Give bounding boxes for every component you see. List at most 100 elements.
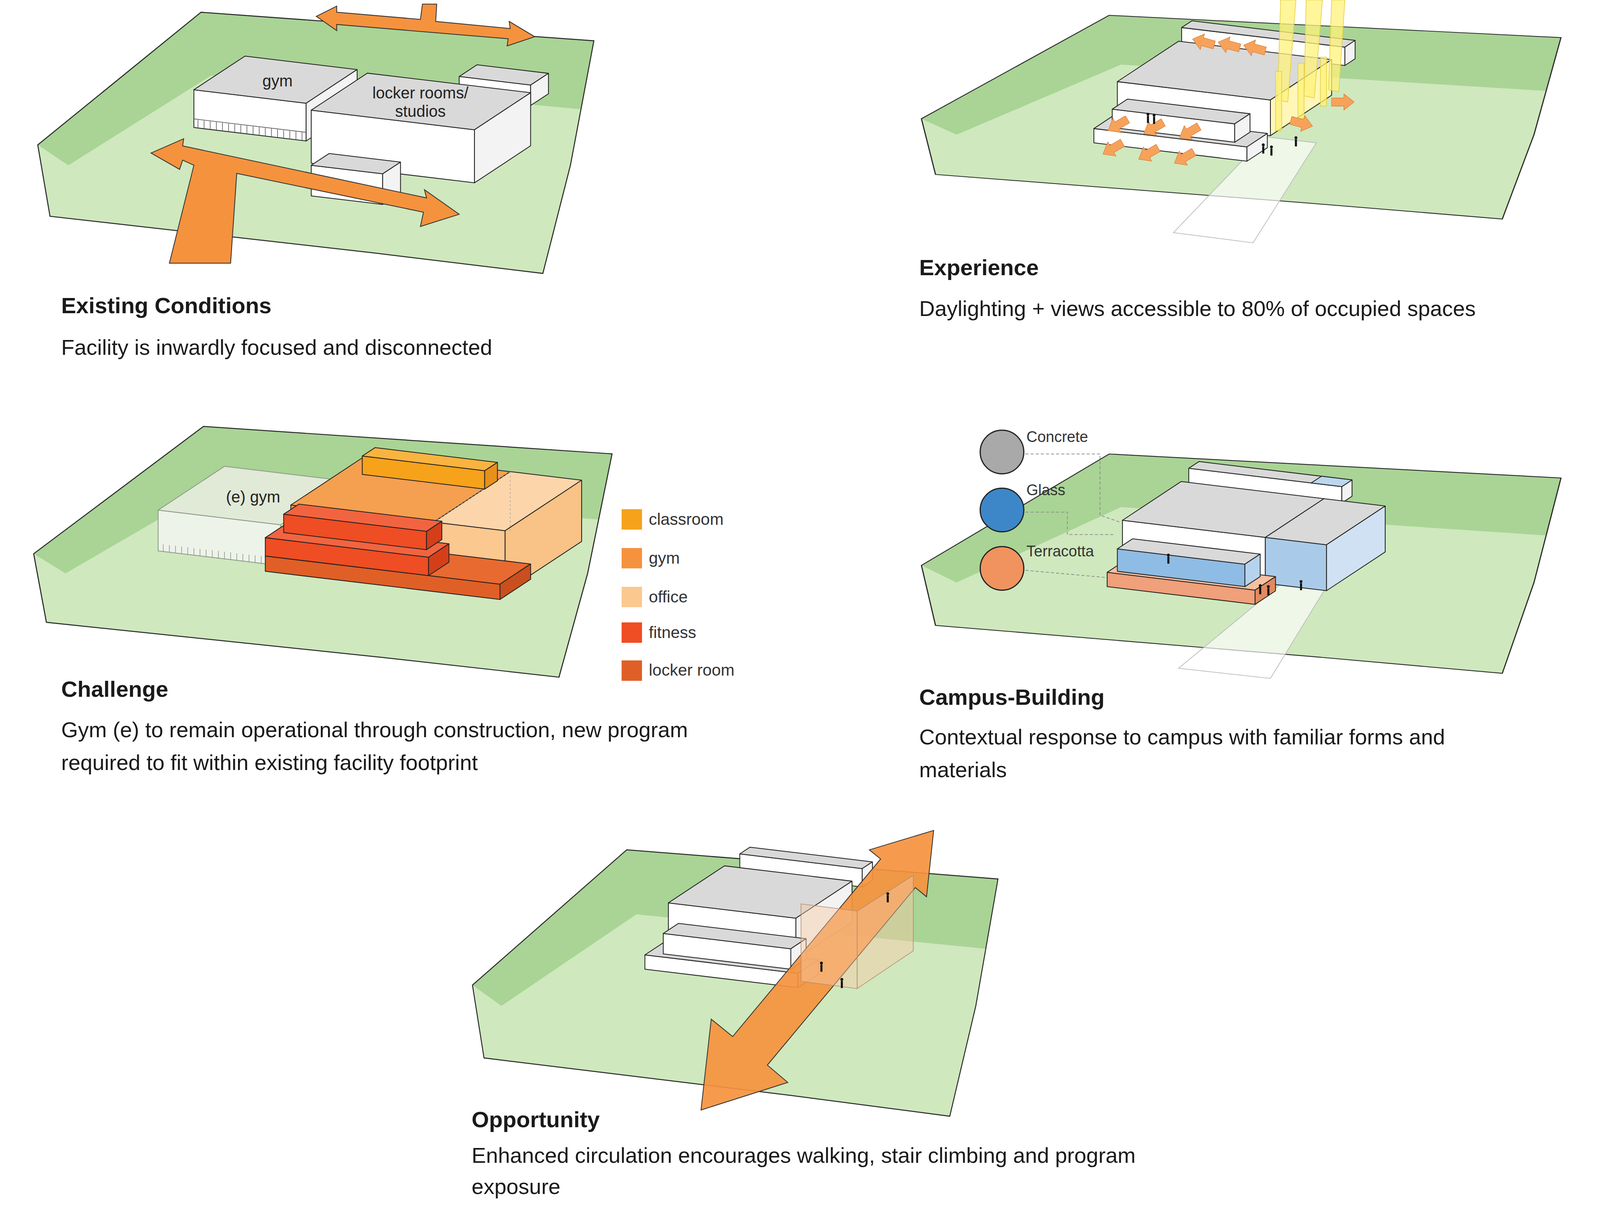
campus-building-panel [1266,585,1270,596]
material-swatch [979,546,1025,591]
panel-heading: Experience [919,254,1039,281]
opportunity-panel [663,923,806,949]
panel-caption: Enhanced circulation encourages walking,… [471,1139,1136,1202]
legend-swatch [621,622,642,643]
daylight-beams [1320,57,1327,106]
gym-columns [163,544,262,564]
material-leaders [1025,512,1115,535]
building-label: (e) gym [226,487,281,506]
material-swatch [979,487,1025,533]
experience-panel [1246,133,1268,162]
panel-heading: Opportunity [471,1106,600,1133]
legend-swatch [621,548,642,569]
existing-conditions-panel [37,4,594,274]
challenge-panel [426,521,442,550]
campus-building-panel [1188,461,1352,487]
existing-conditions-panel [37,12,594,274]
challenge-panel [33,426,612,678]
experience-panel [1152,114,1156,124]
daylight-beams [1328,0,1345,92]
circulation-arrow [316,4,535,46]
experience-panel [1112,99,1250,124]
building-label: locker rooms/ studios [360,83,481,121]
challenge-panel [362,447,498,471]
campus-building-panel [921,454,1562,679]
panel-heading: Campus-Building [919,683,1105,711]
legend-text: classroom [648,510,724,529]
experience-panel [1270,145,1273,156]
existing-conditions-panel [474,92,531,183]
panel-caption: Contextual response to campus with famil… [919,720,1532,786]
opportunity-panel [857,875,914,989]
material-leaders [1025,454,1121,578]
view-arrows [1098,135,1127,161]
circulation-arrow [151,138,460,264]
existing-conditions-panel [530,73,549,106]
view-arrows [1241,37,1268,59]
material-leaders [1025,570,1106,578]
legend-swatch [621,660,642,681]
material-swatch [979,429,1025,475]
panel-caption: Daylighting + views accessible to 80% of… [919,292,1476,325]
building-label-box: locker rooms/ studios [358,82,483,122]
campus-building-panel [1299,580,1303,590]
experience-panel [1344,40,1356,66]
gym-columns [194,118,307,141]
view-arrows [1216,34,1242,56]
material-text: Glass [1026,481,1066,500]
material-text: Terracotta [1026,542,1094,561]
view-arrows [1175,119,1204,145]
view-arrows [1098,31,1354,171]
campus-building-panel [1166,553,1170,564]
view-arrows [1104,112,1132,138]
campus-building-panel [1117,538,1260,565]
panel-caption: Gym (e) to remain operational through co… [61,713,742,779]
opportunity-panel [739,847,873,869]
daylight-beams [1275,71,1282,131]
campus-building-panel [1255,576,1276,605]
experience-panel [921,0,1562,243]
campus-building-panel [1326,506,1386,591]
daylight-beams [1275,0,1345,131]
legend-swatch [621,586,642,608]
experience-panel [1262,143,1265,154]
challenge-panel [428,543,449,576]
building-label-box: gym [260,70,296,91]
legend-swatch [621,509,642,530]
legend-text: fitness [648,623,697,642]
view-arrows [1190,31,1217,53]
panel-heading: Existing Conditions [61,292,272,319]
circulation-arrow [701,830,934,1110]
panel-caption: Facility is inwardly focused and disconn… [61,330,493,364]
challenge-panel [33,426,612,678]
view-arrows [1331,94,1354,111]
material-leaders [1025,454,1121,523]
experience-panel [1234,113,1250,142]
building-label-box: (e) gym [223,486,283,507]
view-arrows [1170,144,1198,170]
opportunity-panel [840,978,844,988]
challenge-panel [484,462,498,490]
material-text: Concrete [1026,428,1088,446]
experience-panel [1146,112,1150,123]
opportunity-panel [820,961,823,972]
view-arrows [1288,112,1315,134]
legend-text: locker room [648,660,735,680]
daylight-beams [1304,0,1323,98]
building-label: gym [262,71,293,90]
challenge-panel [283,504,442,532]
opportunity-panel [886,892,890,903]
panel-heading: Challenge [61,675,169,703]
experience-panel [1294,136,1298,147]
challenge-panel [500,564,531,600]
opportunity-panel [801,904,858,989]
daylight-beams [1298,63,1304,119]
campus-building-panel [1258,584,1262,594]
campus-building-panel [1244,554,1260,587]
view-arrows [1134,140,1163,166]
campus-building-panel [1311,476,1352,487]
legend-text: gym [648,548,680,568]
